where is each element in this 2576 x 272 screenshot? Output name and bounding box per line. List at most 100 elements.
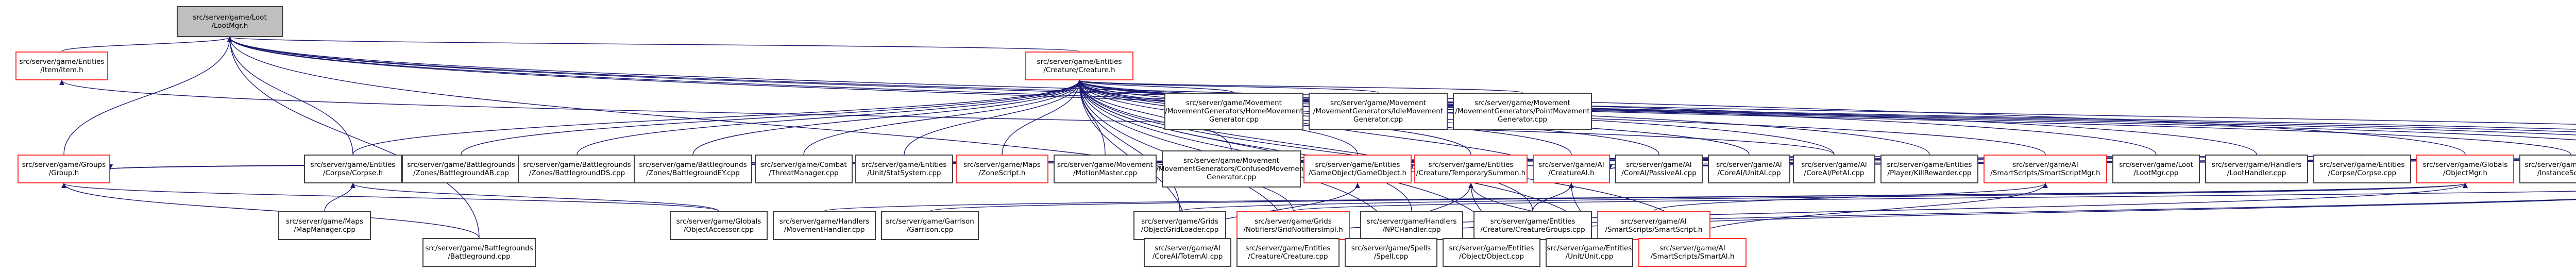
edge-battleground-to-lootmgr [227, 37, 480, 239]
graph-node-idlemg[interactable]: src/server/game/Movement /MovementGenera… [1309, 93, 1448, 130]
graph-node-loothandler[interactable]: src/server/game/Handlers /LootHandler.cp… [2205, 155, 2308, 183]
edge-creaturegroups-to-creatureai_h [1532, 183, 1574, 212]
graph-node-petai[interactable]: src/server/game/AI /CoreAI/PetAI.cpp [1793, 155, 1875, 183]
node-label: src/server/game/AI /CoreAI/UnitAI.cpp [1716, 161, 1782, 177]
node-label: src/server/game/Combat /ThreatManager.cp… [760, 161, 847, 177]
graph-node-unitai[interactable]: src/server/game/AI /CoreAI/UnitAI.cpp [1708, 155, 1790, 183]
graph-node-bg-ey[interactable]: src/server/game/Battlegrounds /Zones/Bat… [634, 155, 752, 183]
node-label: src/server/game/Globals /ObjectMgr.h [2422, 161, 2508, 177]
edge-killrewarder-to-lootmgr [227, 37, 1930, 155]
edge-group-to-lootmgr [63, 37, 232, 155]
graph-node-instancescript[interactable]: src/server/game/Instances /InstanceScrip… [2519, 155, 2576, 183]
node-label: src/server/game/Entities /GameObject/Gam… [1308, 161, 1407, 177]
edge-gridnotifiersimpl-to-gridnotifiers_h [1293, 191, 2576, 212]
node-label: src/server/game/Movement /MovementGenera… [1455, 99, 1590, 124]
graph-node-creatureai-h[interactable]: src/server/game/AI /CreatureAI.h [1533, 155, 1610, 183]
edge-movementhandler-to-objectmgr_h [824, 183, 2467, 212]
edge-creature_cpp-to-objectmgr_h [1287, 183, 2468, 239]
graph-node-smartscript-h[interactable]: src/server/game/AI /SmartScripts/SmartSc… [1597, 211, 1710, 240]
graph-node-smartscriptmgr[interactable]: src/server/game/AI /SmartScripts/SmartSc… [1984, 155, 2107, 183]
node-label: src/server/game/Handlers /MovementHandle… [779, 217, 870, 234]
graph-node-motionmaster[interactable]: src/server/game/Movement /MotionMaster.c… [1054, 155, 1157, 183]
graph-node-statsystem[interactable]: src/server/game/Entities /Unit/StatSyste… [855, 155, 953, 183]
graph-node-totemai[interactable]: src/server/game/AI /CoreAI/TotemAI.cpp [1144, 238, 1231, 267]
node-label: src/server/game/AI /CreatureAI.h [1538, 161, 1604, 177]
graph-node-objectaccessor[interactable]: src/server/game/Globals /ObjectAccessor.… [670, 211, 768, 240]
graph-node-homemg[interactable]: src/server/game/Movement /MovementGenera… [1164, 93, 1303, 130]
edge-confusedmg-to-creature_h [1077, 80, 1232, 151]
graph-node-objectgridloader[interactable]: src/server/game/Grids /ObjectGridLoader.… [1133, 211, 1226, 240]
graph-node-npchandler[interactable]: src/server/game/Handlers /NPCHandler.cpp [1360, 211, 1463, 240]
edge-mapmanager-to-corpse_h [324, 183, 355, 212]
graph-node-threatmgr[interactable]: src/server/game/Combat /ThreatManager.cp… [755, 155, 853, 183]
graph-node-killrewarder[interactable]: src/server/game/Entities /Player/KillRew… [1880, 155, 1978, 183]
edge-statsystem-to-creature_h [904, 80, 1082, 155]
graph-node-lootmgr-cpp[interactable]: src/server/game/Loot /LootMgr.cpp [2112, 155, 2200, 183]
edge-homemg-to-creature_h [1077, 80, 1234, 93]
edge-petai-to-lootmgr [227, 37, 1835, 155]
edge-petai-to-item [59, 80, 1835, 155]
node-label: src/server/game/Entities /Unit/StatSyste… [861, 161, 947, 177]
node-label: src/server/game/Garrison /Garrison.cpp [886, 217, 974, 234]
graph-node-object-cpp[interactable]: src/server/game/Entities /Object/Object.… [1443, 238, 1540, 267]
graph-node-creaturegroups[interactable]: src/server/game/Entities /Creature/Creat… [1473, 211, 1592, 240]
node-label: src/server/game/AI /SmartScripts/SmartSc… [1605, 217, 1703, 234]
graph-node-corpse-h[interactable]: src/server/game/Entities /Corpse/Corpse.… [304, 155, 402, 183]
node-label: src/server/game/AI /SmartScripts/SmartSc… [1990, 161, 2100, 177]
node-label: src/server/game/Battlegrounds /Zones/Bat… [523, 161, 631, 177]
graph-node-mapmanager[interactable]: src/server/game/Maps /MapManager.cpp [278, 211, 371, 240]
node-label: src/server/game/Spells /Spell.cpp [1351, 244, 1431, 261]
node-label: src/server/game/Movement /MovementGenera… [1156, 157, 1307, 181]
graph-node-group[interactable]: src/server/game/Groups /Group.h [18, 155, 110, 183]
edge-smartai_h-to-smartscriptmgr [1692, 183, 2048, 239]
graph-node-lootmgr: src/server/game/Loot /LootMgr.h [177, 6, 283, 37]
graph-node-bg-ds[interactable]: src/server/game/Battlegrounds /Zones/Bat… [518, 155, 636, 183]
node-label: src/server/game/Instances /InstanceScrip… [2524, 161, 2576, 177]
node-label: src/server/game/Loot /LootMgr.h [193, 13, 267, 30]
node-label: src/server/game/Battlegrounds /Zones/Bat… [639, 161, 747, 177]
graph-node-corpse-cpp[interactable]: src/server/game/Entities /Corpse/Corpse.… [2313, 155, 2411, 183]
graph-node-gridnotifiersimpl[interactable]: src/server/game/Grids /Notifiers/GridNot… [1236, 211, 1350, 240]
graph-node-creature-cpp[interactable]: src/server/game/Entities /Creature/Creat… [1236, 238, 1340, 267]
edge-corpse_h-to-lootmgr [227, 37, 353, 155]
graph-node-confusedmg[interactable]: src/server/game/Movement /MovementGenera… [1156, 150, 1307, 188]
node-label: src/server/game/Loot /LootMgr.cpp [2119, 161, 2193, 177]
graph-node-movementhandler[interactable]: src/server/game/Handlers /MovementHandle… [773, 211, 876, 240]
node-label: src/server/game/Maps /MapManager.cpp [286, 217, 363, 234]
graph-node-objectmgr-h[interactable]: src/server/game/Globals /ObjectMgr.h [2416, 155, 2514, 183]
edge-garrison-to-objectmgr_h [929, 183, 2467, 212]
node-label: src/server/game/AI /CoreAI/PassiveAI.cpp [1621, 161, 1697, 177]
edge-pointmg-to-creature_h [1077, 80, 1523, 93]
edge-smartscript_h-to-smartscriptmgr [1653, 183, 2048, 212]
edge-creature_h-to-lootmgr [228, 37, 1080, 52]
node-label: src/server/game/Entities /Corpse/Corpse.… [310, 161, 396, 177]
node-label: src/server/game/AI /CoreAI/PetAI.cpp [1801, 161, 1867, 177]
graph-node-pointmg[interactable]: src/server/game/Movement /MovementGenera… [1453, 93, 1592, 130]
graph-node-bg-ab[interactable]: src/server/game/Battlegrounds /Zones/Bat… [402, 155, 520, 183]
node-label: src/server/game/Entities /Player/KillRew… [1887, 161, 1972, 177]
node-label: src/server/game/Movement /MovementGenera… [1313, 99, 1444, 124]
node-label: src/server/game/AI /SmartScripts/SmartAI… [1650, 244, 1735, 261]
graph-node-tempsummon[interactable]: src/server/game/Entities /Creature/Tempo… [1414, 155, 1528, 183]
node-label: src/server/game/Entities /Unit/Unit.cpp [1547, 244, 1632, 261]
node-label: src/server/game/Movement /MovementGenera… [1165, 99, 1303, 124]
graph-node-battleground[interactable]: src/server/game/Battlegrounds /Battlegro… [422, 238, 536, 267]
node-label: src/server/game/Battlegrounds /Zones/Bat… [407, 161, 515, 177]
edge-bg_ey-to-creature_h [692, 80, 1082, 155]
edge-bg_ab-to-creature_h [461, 80, 1082, 155]
graph-node-zonescript[interactable]: src/server/game/Maps /ZoneScript.h [956, 155, 1048, 183]
graph-node-garrison[interactable]: src/server/game/Garrison /Garrison.cpp [881, 211, 979, 240]
graph-node-spell[interactable]: src/server/game/Spells /Spell.cpp [1345, 238, 1437, 267]
node-label: src/server/game/AI /CoreAI/TotemAI.cpp [1152, 244, 1223, 261]
node-label: src/server/game/Maps /ZoneScript.h [963, 161, 1041, 177]
graph-node-unit-cpp[interactable]: src/server/game/Entities /Unit/Unit.cpp [1546, 238, 1633, 267]
graph-node-smartai-h[interactable]: src/server/game/AI /SmartScripts/SmartAI… [1638, 238, 1747, 267]
edge-bg_ds-to-creature_h [577, 80, 1082, 155]
edge-idlemg-to-creature_h [1077, 80, 1379, 93]
graph-node-item[interactable]: src/server/game/Entities /Item/Item.h [15, 52, 108, 80]
graph-node-gameobject-h[interactable]: src/server/game/Entities /GameObject/Gam… [1303, 155, 1412, 183]
graph-node-passiveai[interactable]: src/server/game/AI /CoreAI/PassiveAI.cpp [1615, 155, 1703, 183]
edge-objectaccessor-to-group [61, 183, 719, 212]
graph-node-creature-h[interactable]: src/server/game/Entities /Creature/Creat… [1025, 52, 1133, 80]
